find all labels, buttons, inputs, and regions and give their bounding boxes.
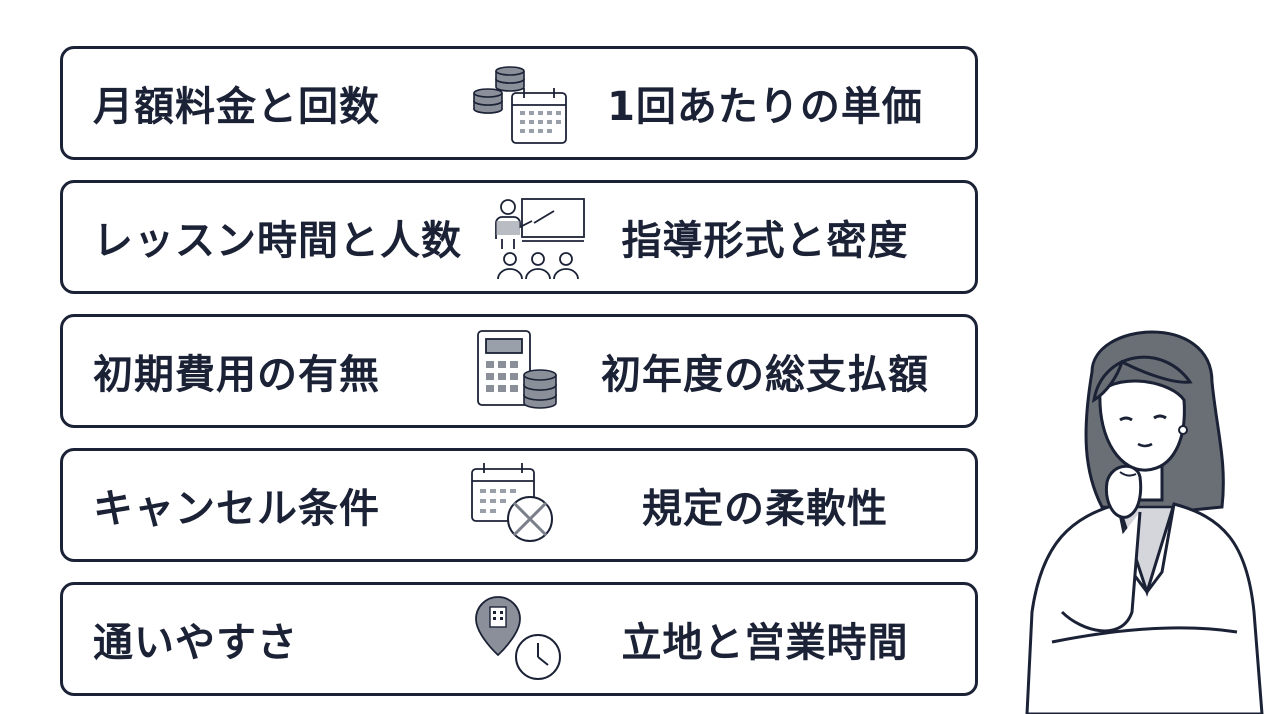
comparison-row: 通いやすさ 立地と営業時間	[60, 582, 978, 696]
comparison-row: 月額料金と回数	[60, 46, 978, 160]
calculator-coins-icon	[477, 330, 557, 409]
comparison-row: レッスン時間と人数 指導形式と密度	[60, 180, 978, 294]
result-label: 1回あたりの単価	[607, 84, 923, 130]
comparison-row: 初期費用の有無 初年度の総支払額	[60, 314, 978, 428]
factor-label: 初期費用の有無	[93, 352, 380, 398]
comparison-row: キャンセル条件 規定の柔軟性	[60, 448, 978, 562]
result-label: 規定の柔軟性	[642, 486, 888, 532]
location-clock-icon	[475, 596, 561, 680]
calendar-cancel-icon	[471, 463, 553, 542]
thinking-woman-illustration	[1025, 330, 1264, 714]
factor-label: キャンセル条件	[93, 486, 380, 532]
result-label: 立地と営業時間	[621, 620, 909, 666]
factor-label: 通いやすさ	[93, 620, 298, 666]
result-label: 指導形式と密度	[621, 218, 909, 264]
comparison-list: 月額料金と回数	[60, 46, 978, 696]
factor-label: 月額料金と回数	[93, 84, 380, 130]
coins-calendar-icon	[473, 66, 567, 144]
factor-label: レッスン時間と人数	[93, 218, 462, 264]
result-label: 初年度の総支払額	[601, 352, 929, 398]
instructor-class-icon	[495, 198, 585, 280]
